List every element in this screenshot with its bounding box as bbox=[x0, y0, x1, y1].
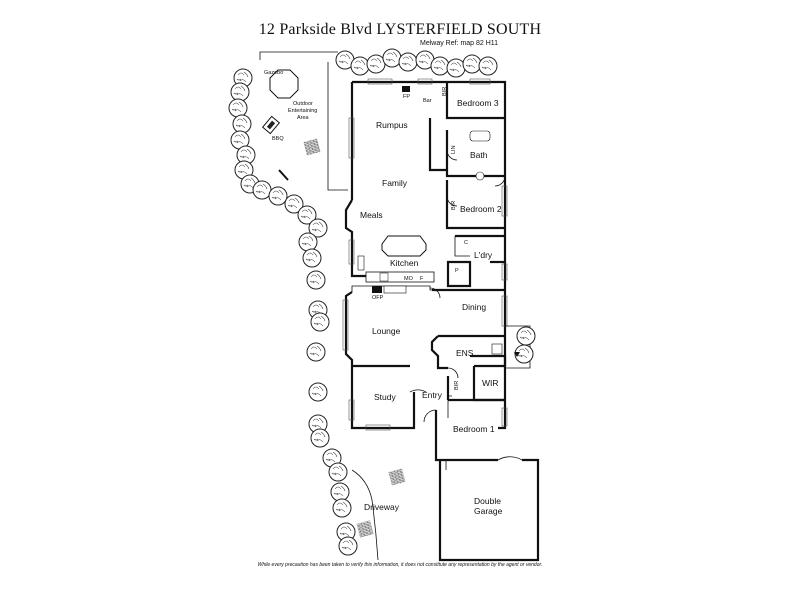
room-garage-1: Double bbox=[474, 496, 501, 506]
bbq-grill bbox=[266, 120, 276, 130]
melway-reference: Melway Ref: map 82 H11 bbox=[420, 40, 499, 47]
room-bath: Bath bbox=[470, 150, 488, 160]
doors bbox=[409, 149, 506, 423]
tag-bir-bed3: BIR bbox=[442, 87, 448, 96]
disclaimer: While every precaution has been taken to… bbox=[257, 562, 543, 568]
tag-lin: LIN bbox=[451, 145, 457, 154]
room-bedroom2: Bedroom 2 bbox=[460, 204, 502, 214]
room-garage-2: Garage bbox=[474, 506, 503, 516]
garage-door-swing bbox=[497, 456, 523, 461]
interior-walls bbox=[428, 82, 507, 462]
room-laundry: L'dry bbox=[474, 250, 493, 260]
windows bbox=[342, 78, 508, 431]
tag-bir-bed1: BIR bbox=[454, 381, 460, 390]
tag-fp: FP bbox=[403, 94, 410, 100]
outdoor-label-1: Outdoor bbox=[293, 101, 313, 107]
room-bedroom1: Bedroom 1 bbox=[453, 424, 495, 434]
steps-arrow bbox=[514, 352, 520, 357]
room-wir: WIR bbox=[482, 378, 499, 388]
house-walls bbox=[344, 80, 507, 430]
room-entry: Entry bbox=[422, 390, 443, 400]
tag-microwave: MO bbox=[404, 276, 414, 282]
tag-fridge: F bbox=[420, 276, 424, 282]
gazebo-label: Gazebo bbox=[264, 70, 283, 76]
room-ensuite: ENS bbox=[456, 348, 474, 358]
bbq-label: BBQ bbox=[272, 136, 284, 142]
bathtub bbox=[469, 130, 491, 142]
tag-bar: Bar bbox=[423, 98, 432, 104]
driveway-label: Driveway bbox=[364, 502, 400, 512]
kitchen-sink bbox=[357, 255, 365, 271]
garage-walls bbox=[438, 458, 540, 562]
tag-pantry: P bbox=[455, 268, 459, 274]
room-family: Family bbox=[382, 178, 408, 188]
plan-title: 12 Parkside Blvd LYSTERFIELD SOUTH bbox=[258, 21, 542, 38]
paving-outdoor bbox=[303, 138, 321, 156]
cooktop bbox=[379, 272, 389, 282]
outdoor-label-3: Area bbox=[297, 115, 310, 121]
gazebo-shape bbox=[269, 69, 299, 99]
tag-cupboard: C bbox=[464, 240, 468, 246]
room-bedroom3: Bedroom 3 bbox=[457, 98, 499, 108]
room-rumpus: Rumpus bbox=[376, 120, 408, 130]
room-dining: Dining bbox=[462, 302, 486, 312]
kitchen-island bbox=[381, 235, 427, 257]
outdoor-label-2: Entertaining bbox=[288, 108, 317, 114]
outdoor-boundary bbox=[259, 51, 348, 191]
tag-ofp: OFP bbox=[372, 295, 384, 301]
kitchen-bench bbox=[365, 271, 435, 283]
outdoor-bench bbox=[278, 169, 289, 181]
open-fireplace bbox=[372, 286, 382, 293]
paving-driveway-2 bbox=[356, 520, 374, 538]
hearth bbox=[383, 285, 407, 294]
room-study: Study bbox=[374, 392, 396, 402]
room-meals: Meals bbox=[360, 210, 383, 220]
room-lounge: Lounge bbox=[372, 326, 401, 336]
room-kitchen: Kitchen bbox=[390, 258, 419, 268]
tag-bir-bed2: BIR bbox=[451, 201, 457, 210]
fireplace-rumpus bbox=[402, 86, 410, 92]
paving-driveway-1 bbox=[388, 468, 406, 486]
toilet bbox=[475, 171, 485, 181]
shower bbox=[491, 343, 503, 355]
driveway-curve bbox=[351, 469, 379, 561]
